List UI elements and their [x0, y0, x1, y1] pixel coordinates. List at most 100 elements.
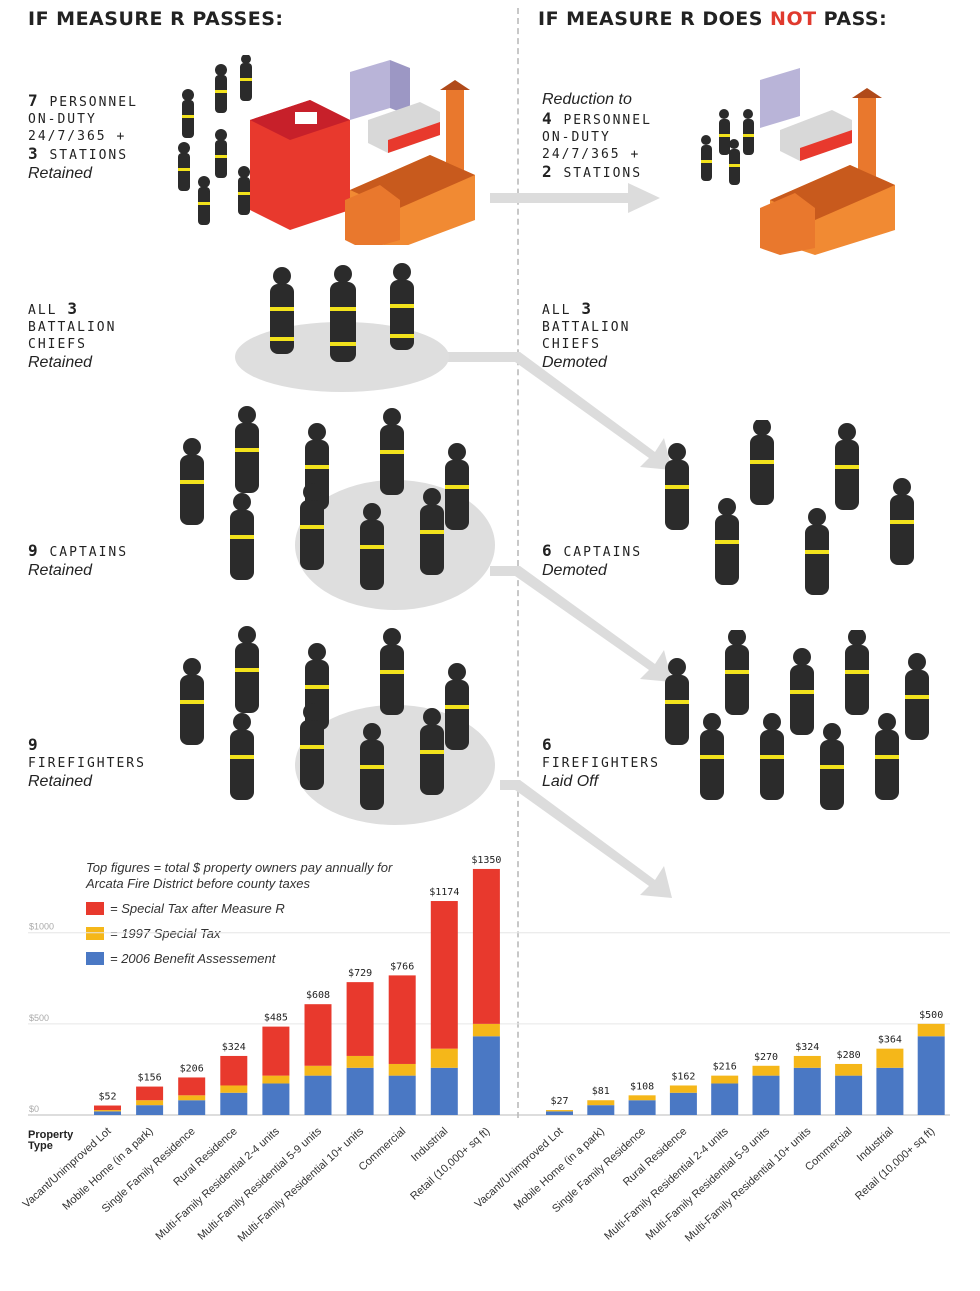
fire-stations-illustration-left	[250, 60, 475, 245]
bar-segment	[136, 1105, 164, 1115]
bar-segment	[94, 1110, 121, 1112]
bar-total-label: $485	[264, 1013, 288, 1024]
bar-segment	[94, 1105, 121, 1111]
bar-total-label: $500	[919, 1010, 943, 1021]
bar-segment	[835, 1075, 863, 1115]
bar-segment	[178, 1095, 206, 1101]
bar-segment	[917, 1023, 945, 1037]
bar-segment	[94, 1111, 121, 1115]
bar-segment	[546, 1111, 573, 1115]
bar-segment	[472, 1036, 500, 1115]
firefighters-illustration-right	[665, 630, 929, 810]
y-tick-label: $1000	[29, 922, 54, 932]
bar-segment	[793, 1055, 821, 1068]
bar-segment	[430, 1067, 458, 1115]
bar-segment	[669, 1092, 697, 1115]
bar-total-label: $162	[671, 1071, 695, 1082]
bar-total-label: $729	[348, 968, 372, 979]
bar-segment	[220, 1092, 248, 1115]
y-tick-label: $500	[29, 1013, 49, 1023]
x-tick-label: Retail (10,000+ sq ft)	[853, 1125, 937, 1202]
column-divider	[517, 8, 519, 1118]
legend-swatch-red	[86, 902, 104, 915]
chiefs-right-label: ALL 3 BATTALION CHIEFS Demoted	[542, 299, 631, 371]
legend-label: = Special Tax after Measure R	[110, 901, 285, 916]
bar-segment	[669, 1085, 697, 1093]
bar-segment	[346, 1055, 374, 1068]
bar-segment	[262, 1083, 290, 1115]
bar-segment	[178, 1100, 206, 1115]
bar-total-label: $206	[180, 1063, 204, 1074]
firefighters-right-label: 6 FIREFIGHTERS Laid Off	[542, 735, 660, 790]
bar-total-label: $81	[592, 1086, 610, 1097]
bar-segment	[587, 1105, 615, 1115]
bar-segment	[136, 1086, 164, 1101]
captains-illustration-left	[180, 406, 495, 610]
bar-segment	[628, 1100, 656, 1115]
bar-total-label: $216	[713, 1062, 737, 1073]
bar-total-label: $608	[306, 990, 330, 1001]
bar-segment	[388, 975, 416, 1064]
bar-total-label: $52	[98, 1092, 116, 1103]
bar-segment	[262, 1026, 290, 1076]
bar-segment	[711, 1075, 739, 1084]
bar-total-label: $108	[630, 1081, 654, 1092]
bar-segment	[835, 1063, 863, 1076]
bar-total-label: $364	[878, 1035, 902, 1046]
bar-segment	[876, 1048, 904, 1068]
bar-total-label: $270	[754, 1052, 778, 1063]
firefighters-group-personnel-right	[701, 109, 754, 185]
bar-segment	[430, 901, 458, 1049]
legend-swatch-blue	[86, 952, 104, 965]
bar-segment	[752, 1065, 780, 1076]
x-tick-label: Industrial	[855, 1125, 896, 1164]
right-column-heading: IF MEASURE R DOES NOT PASS:	[538, 8, 888, 30]
bar-segment	[136, 1100, 164, 1106]
bar-segment	[430, 1048, 458, 1068]
legend-note: Top figures = total $ property owners pa…	[86, 860, 393, 891]
bar-segment	[752, 1075, 780, 1115]
bar-segment	[628, 1095, 656, 1101]
bar-segment	[178, 1077, 206, 1096]
firefighters-group-personnel-left	[178, 55, 252, 225]
bar-segment	[546, 1110, 573, 1112]
personnel-left-label: 7 PERSONNEL ON-DUTY 24/7/365 + 3 STATION…	[28, 91, 138, 182]
bar-total-label: $766	[390, 961, 414, 972]
bar-segment	[587, 1100, 615, 1106]
firefighters-illustration-left	[180, 626, 495, 825]
bar-segment	[793, 1067, 821, 1115]
chiefs-left-label: ALL 3 BATTALION CHIEFS Retained	[28, 299, 117, 371]
battalion-chiefs-illustration	[235, 263, 449, 392]
flow-arrows	[448, 183, 672, 898]
left-column-heading: IF MEASURE R PASSES:	[28, 8, 284, 30]
bar-segment	[304, 1065, 332, 1076]
bar-total-label: $324	[795, 1042, 819, 1053]
bar-segment	[917, 1036, 945, 1115]
legend-item-2006-assessment: = 2006 Benefit Assessement	[86, 951, 275, 966]
personnel-right-label: Reduction to 4 PERSONNEL ON-DUTY 24/7/36…	[542, 91, 652, 181]
bar-segment	[472, 1023, 500, 1037]
x-tick-label: Retail (10,000+ sq ft)	[408, 1125, 492, 1202]
bar-segment	[472, 868, 500, 1024]
bar-segment	[220, 1085, 248, 1093]
firefighters-left-label: 9 FIREFIGHTERS Retained	[28, 735, 146, 790]
fire-stations-illustration-right	[760, 68, 895, 255]
bar-segment	[346, 1067, 374, 1115]
bar-segment	[262, 1075, 290, 1084]
legend-label: = 1997 Special Tax	[110, 926, 221, 941]
bar-total-label: $324	[222, 1042, 246, 1053]
bar-total-label: $27	[550, 1096, 568, 1107]
legend-item-1997-tax: = 1997 Special Tax	[86, 926, 220, 941]
y-tick-label: $0	[29, 1104, 39, 1114]
captains-right-label: 6 CAPTAINS Demoted	[542, 541, 643, 579]
legend-swatch-yellow	[86, 927, 104, 940]
bar-total-label: $1174	[429, 887, 459, 898]
bar-segment	[304, 1004, 332, 1066]
bar-segment	[876, 1067, 904, 1115]
captains-illustration-right	[665, 420, 914, 595]
legend-item-measure-r: = Special Tax after Measure R	[86, 901, 285, 916]
bar-segment	[346, 982, 374, 1056]
bar-segment	[304, 1075, 332, 1115]
captains-left-label: 9 CAPTAINS Retained	[28, 541, 129, 579]
